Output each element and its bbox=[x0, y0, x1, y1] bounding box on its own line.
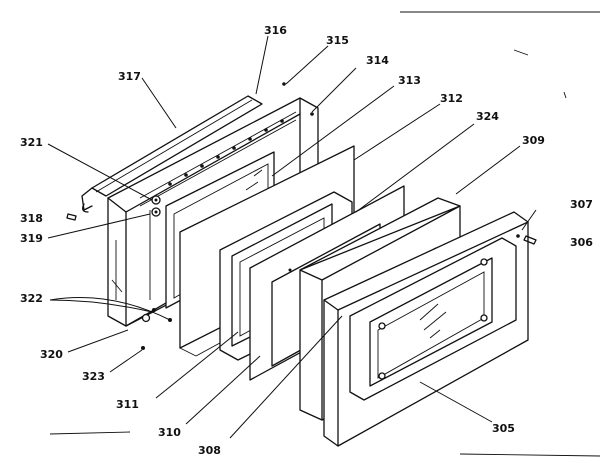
loose-screws bbox=[66, 213, 537, 350]
label-305: 305 bbox=[492, 422, 515, 435]
label-322: 322 bbox=[20, 292, 43, 305]
label-320: 320 bbox=[40, 348, 63, 361]
scan-artifacts bbox=[49, 11, 601, 457]
label-316: 316 bbox=[264, 24, 287, 37]
part-309-outer-panel bbox=[323, 211, 529, 447]
label-314: 314 bbox=[366, 54, 389, 67]
label-324: 324 bbox=[476, 110, 499, 123]
label-311: 311 bbox=[116, 398, 139, 411]
label-321: 321 bbox=[20, 136, 43, 149]
part-labels: 316 315 314 313 312 324 309 307 306 317 … bbox=[20, 24, 593, 457]
label-310: 310 bbox=[158, 426, 181, 439]
hinge-screws bbox=[141, 195, 172, 323]
leader-lines bbox=[47, 35, 537, 439]
label-307: 307 bbox=[570, 198, 593, 211]
label-313: 313 bbox=[398, 74, 421, 87]
label-319: 319 bbox=[20, 232, 43, 245]
top-rail-rivets bbox=[168, 82, 314, 186]
label-308: 308 bbox=[198, 444, 221, 457]
part-317-top-trim bbox=[81, 95, 263, 213]
label-306: 306 bbox=[570, 236, 593, 249]
label-312: 312 bbox=[440, 92, 463, 105]
label-323: 323 bbox=[82, 370, 105, 383]
label-309: 309 bbox=[522, 134, 545, 147]
label-317: 317 bbox=[118, 70, 141, 83]
part-305-window-trim bbox=[349, 237, 517, 401]
label-318: 318 bbox=[20, 212, 43, 225]
label-315: 315 bbox=[326, 34, 349, 47]
